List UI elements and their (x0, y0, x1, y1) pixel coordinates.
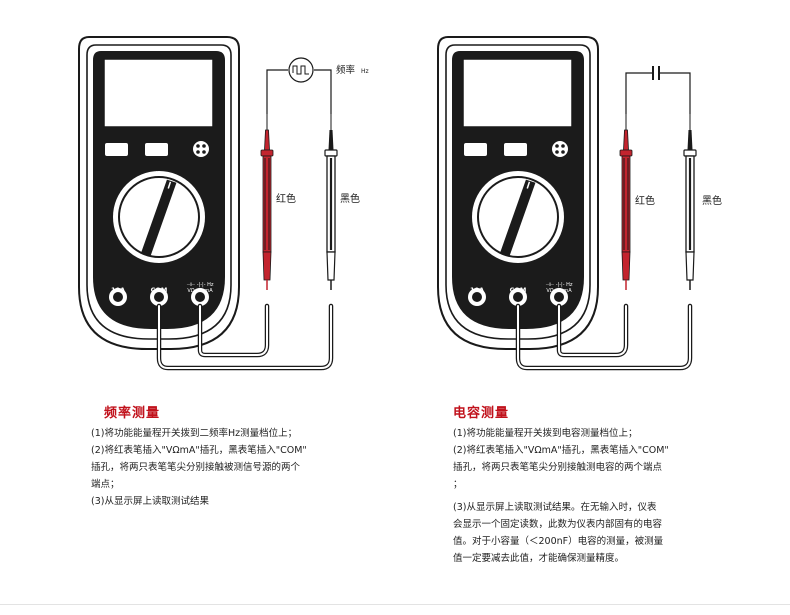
multimeter-right (437, 36, 599, 350)
jack-symbols-right: ⊣⊢ -|-|- Hz (545, 282, 572, 288)
step-line: 插孔，将两只表笔笔尖分别接触测电容的两个端点 (453, 462, 663, 473)
jack-label-10a-right: 10A (470, 286, 484, 294)
jack-symbols-left: ⊣⊢ -|-|- Hz (186, 282, 213, 288)
step-line: 插孔，将两只表笔笔尖分别接触被测信号源的两个 (91, 462, 301, 473)
jack-label-com-right: COM (510, 286, 527, 294)
red-probe-left (260, 109, 274, 291)
lead-wire-left-cap (625, 72, 652, 114)
square-wave-icon (292, 65, 309, 75)
component-unit-left: Hz (361, 68, 369, 75)
step-line: (2)将红表笔插入"VΩmA"插孔，黑表笔插入"COM" (453, 445, 669, 456)
lead-wire-right (314, 69, 332, 114)
section-title-capacitance: 电容测量 (453, 406, 510, 421)
jack-label-com-left: COM (151, 286, 168, 294)
steps-frequency: (1)将功能能量程开关拨到二频率Hz测量档位上； (2)将红表笔插入"VΩmA"… (91, 425, 351, 510)
step-line: 值一定要减去此值，才能确保测量精度。 (453, 553, 625, 564)
red-lead-label-right: 红色 (635, 194, 655, 207)
lead-wire-right-cap (660, 72, 691, 114)
red-probe-right (619, 109, 633, 291)
dial-mark-right: ⊣⊢ (514, 171, 523, 177)
jack-label-v-left: VΩ μA mA (187, 288, 213, 294)
step-line: (1)将功能能量程开关拨到电容测量档位上； (453, 428, 638, 439)
multimeter-left (78, 36, 240, 350)
capacitance-panel: ⊣⊢ 10A COM ⊣⊢ -|-|- Hz VΩ μA mA 红色 黑色 (437, 36, 722, 371)
jack-label-v-right: VΩ μA mA (546, 288, 572, 294)
step-line: (1)将功能能量程开关拨到二频率Hz测量档位上； (91, 428, 298, 439)
multimeter-diagram: Hz 10A COM ⊣⊢ -|-|- Hz VΩ μA mA 频率 Hz 红色… (78, 36, 722, 371)
step-line: 值。对于小容量（＜200nF）电容的测量，被测量 (453, 536, 664, 547)
step-line: (3)从显示屏上读取测试结果。在无输入时，仪表 (453, 502, 657, 513)
black-lead-label-left: 黑色 (340, 192, 360, 205)
lead-wire-left (266, 69, 288, 114)
step-line: ； (453, 479, 463, 490)
step-line: (2)将红表笔插入"VΩmA"插孔，黑表笔插入"COM" (91, 445, 307, 456)
step-line: 端点； (91, 479, 120, 490)
section-title-frequency: 频率测量 (104, 406, 161, 421)
dial-mark-left: Hz (156, 171, 163, 177)
component-label-left: 频率 (336, 64, 356, 76)
frequency-panel: Hz 10A COM ⊣⊢ -|-|- Hz VΩ μA mA 频率 Hz 红色… (78, 36, 369, 371)
red-lead-label-left: 红色 (276, 192, 296, 205)
black-lead-label-right: 黑色 (702, 194, 722, 207)
steps-capacitance: (1)将功能能量程开关拨到电容测量档位上； (2)将红表笔插入"VΩmA"插孔，… (453, 425, 743, 567)
bottom-divider (0, 604, 790, 605)
step-line: (3)从显示屏上读取测试结果 (91, 496, 209, 507)
jack-label-10a-left: 10A (111, 286, 125, 294)
black-probe-left (323, 108, 339, 292)
step-line: 会显示一个固定读数，此数为仪表内部固有的电容 (453, 519, 663, 530)
black-probe-right (682, 108, 698, 292)
